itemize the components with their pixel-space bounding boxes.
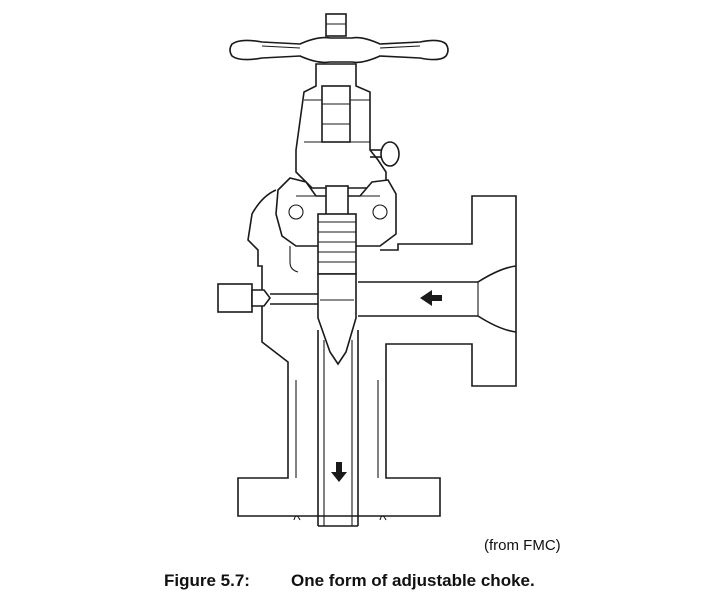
flow-arrow-inlet xyxy=(420,290,442,306)
figure-number: Figure 5.7: xyxy=(164,571,250,590)
outlet-bore xyxy=(317,330,359,527)
bonnet xyxy=(295,63,387,189)
stem-needle xyxy=(317,185,357,366)
handwheel xyxy=(229,13,449,64)
lock-knob xyxy=(370,141,400,167)
inlet-passage xyxy=(358,265,517,333)
figure-caption: Figure 5.7: One form of adjustable choke. xyxy=(164,571,535,591)
figure-caption-text: One form of adjustable choke. xyxy=(291,571,535,590)
flow-arrow-outlet xyxy=(331,462,347,482)
figure-credit: (from FMC) xyxy=(484,537,561,554)
choke-valve-diagram xyxy=(217,13,517,527)
choke-body xyxy=(237,189,517,521)
side-plug xyxy=(217,283,318,313)
